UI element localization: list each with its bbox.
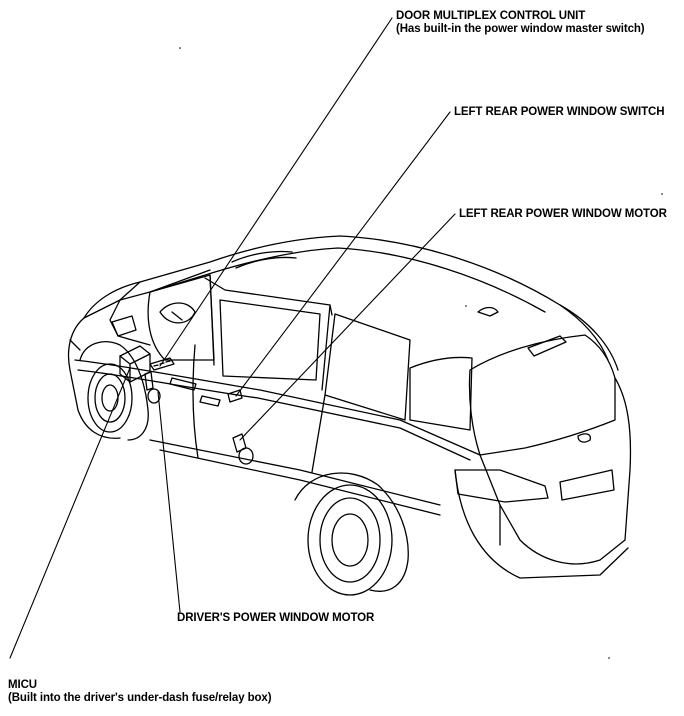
vehicle-body	[67, 235, 632, 596]
callout-subtitle: (Built into the driver's under-dash fuse…	[8, 692, 272, 704]
callout-subtitle: (Has built-in the power window master sw…	[396, 23, 645, 35]
left-rear-window-motor	[232, 433, 254, 465]
leader-door-multiplex	[159, 17, 393, 367]
callout-title: DOOR MULTIPLEX CONTROL UNIT	[396, 10, 586, 22]
callout-title: DRIVER'S POWER WINDOW MOTOR	[177, 612, 375, 624]
callout-title: LEFT REAR POWER WINDOW SWITCH	[454, 106, 665, 118]
leader-lr-switch	[235, 111, 451, 397]
callout-title: MICU	[8, 679, 37, 691]
callout-left-rear-power-window-motor: LEFT REAR POWER WINDOW MOTOR	[459, 208, 667, 221]
callout-door-multiplex-control-unit: DOOR MULTIPLEX CONTROL UNIT (Has built-i…	[396, 10, 645, 36]
callout-drivers-power-window-motor: DRIVER'S POWER WINDOW MOTOR	[177, 612, 374, 625]
leader-lines	[9, 17, 456, 659]
leader-driver-motor	[157, 391, 181, 613]
leader-micu	[9, 367, 131, 659]
callout-micu: MICU (Built into the driver's under-dash…	[8, 679, 272, 705]
callout-left-rear-power-window-switch: LEFT REAR POWER WINDOW SWITCH	[454, 106, 665, 119]
leader-lr-motor	[239, 213, 456, 441]
left-rear-window-switch	[227, 389, 243, 403]
callout-title: LEFT REAR POWER WINDOW MOTOR	[459, 208, 667, 220]
scan-specks	[179, 47, 663, 659]
drivers-power-window-motor	[144, 371, 161, 404]
